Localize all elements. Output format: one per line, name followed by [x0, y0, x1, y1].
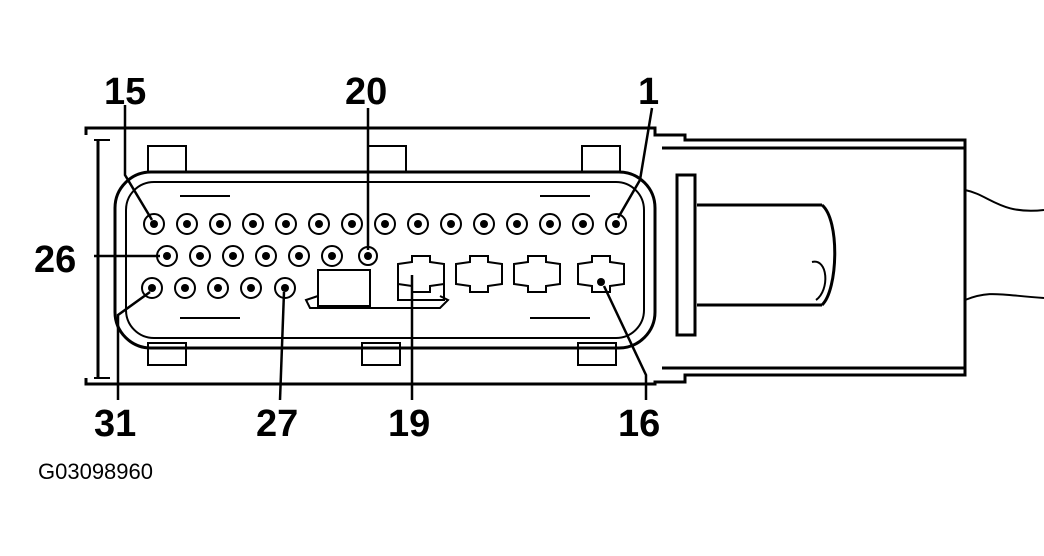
pin-row-middle [156, 245, 378, 267]
pin-label-26: 26 [34, 239, 76, 281]
power-terminals [397, 255, 625, 301]
pin-row-top [143, 213, 627, 235]
pin-label-31: 31 [94, 403, 136, 445]
pin-label-20: 20 [345, 71, 387, 113]
connector-face [113, 170, 657, 350]
pin-label-1: 1 [638, 71, 659, 113]
pin-label-27: 27 [256, 403, 298, 445]
pin-labels: 15 20 1 26 31 27 19 16 [34, 71, 660, 445]
pin-label-19: 19 [388, 403, 430, 445]
rear-shroud [662, 146, 1044, 370]
pin-label-15: 15 [104, 71, 146, 113]
connector-housing [84, 126, 967, 386]
leader-lines [94, 105, 654, 401]
pin-row-bottom [141, 277, 296, 299]
figure-code: G03098960 [38, 459, 153, 484]
pin-label-16: 16 [618, 403, 660, 445]
